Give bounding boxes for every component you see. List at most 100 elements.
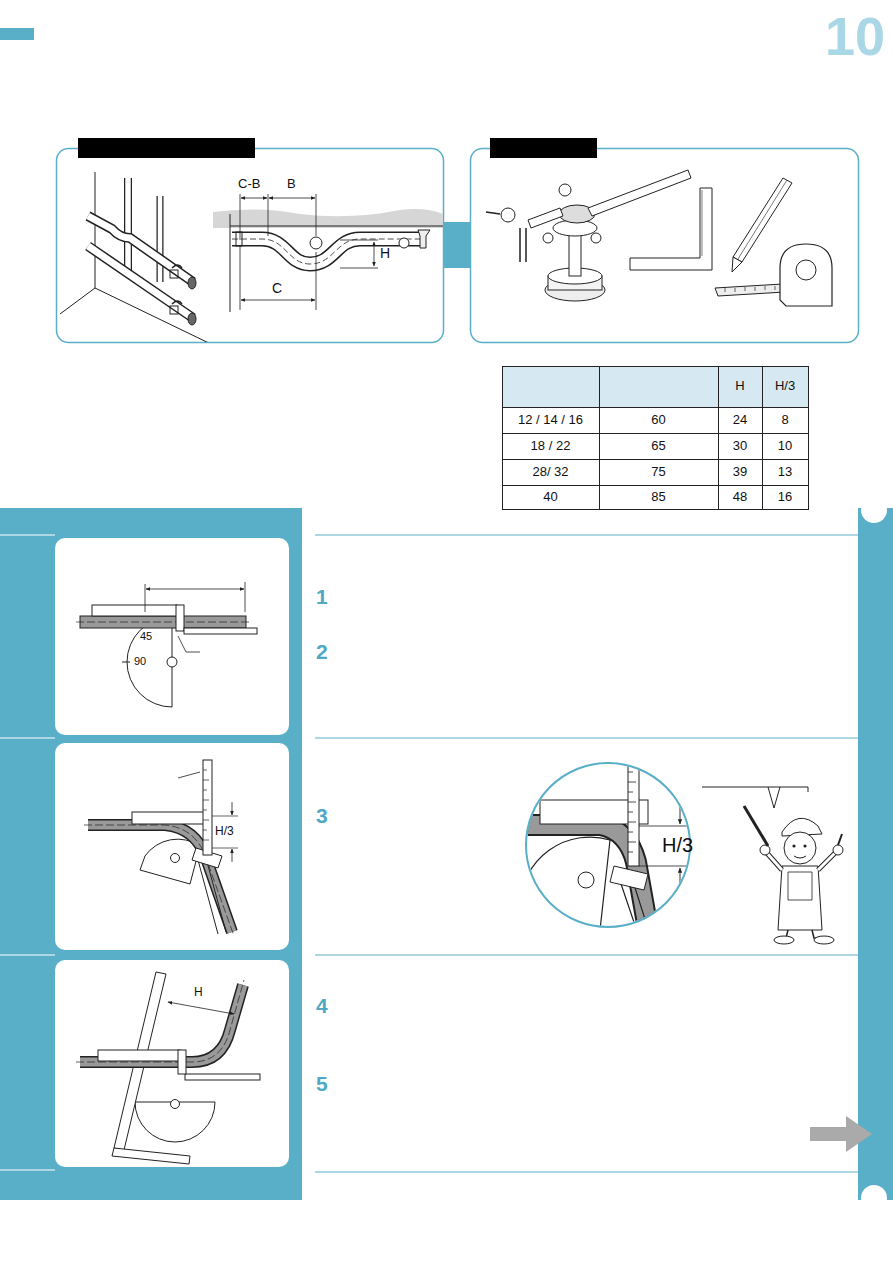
mascot-part [784,832,816,864]
step-number: 2 [316,639,336,664]
mascot-part [814,936,834,944]
step1-figure-part [184,628,257,634]
step-number: 1 [316,584,336,609]
pencil-part [738,180,787,259]
table-cell: 48 [718,489,762,505]
step2-figure-part [232,802,233,815]
step2-figure-part [178,772,200,778]
pipe-bender [486,170,691,301]
step-column-part [861,497,887,523]
wall-elevation-part [230,214,231,312]
zoom-detail-part-part [520,837,610,930]
wall-elevation-part [399,238,409,248]
table-cell: 40 [502,489,599,505]
table-cell: 75 [599,464,718,480]
wall-elevation-part [232,239,420,264]
step-number: 3 [316,803,336,828]
mascot-part [778,866,822,930]
step1-figure-part [167,657,177,667]
step-column [0,497,893,1211]
installation-drawing-part [60,172,215,342]
step1-figure-part [76,622,250,623]
wall-elevation-part [241,198,267,199]
step1-figure-part [92,605,177,616]
angle-mark: 45 [140,630,160,643]
table-cell: 18 / 22 [502,438,599,454]
step-column-part [55,743,289,950]
wall-elevation-part [230,226,443,227]
installation-drawing-part [125,178,131,272]
wall-elevation-part [340,240,378,268]
step3-figure-part [98,1050,180,1061]
step-number: 4 [316,993,336,1018]
table-grid [503,367,809,510]
step2-figure-part [171,854,180,863]
wall-elevation-part [240,194,316,240]
step-column-part [858,508,893,1200]
step2-figure-part [203,760,212,855]
try-square-part [702,190,703,256]
step-column-part [0,535,55,1170]
installation-drawing-part [88,216,193,282]
table-header: H [718,378,762,394]
step3-figure-part [80,985,243,1062]
step-column-part [315,535,858,1172]
step1-figure-part [145,582,245,612]
dimension-label: H/3 [662,833,706,857]
pipe-bender-part [543,233,553,243]
tape-measure-part [715,284,785,296]
wall-elevation-part [232,239,420,264]
zoom-detail-part-part [578,872,594,888]
pipe-bender-part [588,170,691,216]
zoom-detail-part-part [628,762,639,866]
installation-drawing-part [88,216,193,282]
mascot-part [774,936,794,944]
page-number: 10 [790,4,885,69]
installation-drawing-part [88,246,193,318]
table-cell: 13 [762,464,808,480]
step-column-part [0,508,302,1200]
step-column-part [55,960,289,1167]
step2-figure-part [132,812,205,824]
step3-figure-part [112,1148,190,1164]
zoom-detail-part-part [610,866,648,890]
next-arrow-part [810,1116,872,1152]
table-header: H/3 [762,378,808,394]
step3-figure-part [80,985,243,1062]
step-number: 5 [316,1071,336,1096]
panel-frames-part [443,222,471,268]
installation-drawing [60,172,215,342]
table-cell: 16 [762,489,808,505]
angle-mark: 90 [134,655,154,668]
step2-figure-part [232,849,233,862]
mascot-part [792,844,795,847]
step-column-part [55,538,289,735]
pipe-bender-part [528,208,563,228]
table-cell: 60 [599,412,718,428]
tape-measure-part [780,244,832,306]
table-cell: 85 [599,489,718,505]
table-cell: 65 [599,438,718,454]
installation-drawing-part [188,277,196,289]
step3-figure [76,972,260,1164]
dimension-label: C [272,280,292,297]
installation-drawing-part [124,178,132,272]
table-cell: 10 [762,438,808,454]
try-square-part [630,188,712,270]
installation-drawing-part [157,196,164,282]
mascot-part [788,872,812,900]
step3-figure-part [76,980,244,1062]
pencil-part [732,257,742,272]
dimension-label: H [194,985,210,999]
mascot-part [803,844,806,847]
wall-elevation [213,194,443,312]
panel-frames-part [57,149,444,343]
panel-frames-part [471,149,859,343]
pipe-bender-part [591,233,601,243]
wall-elevation-part [232,239,420,264]
table-cell: 28/ 32 [502,464,599,480]
pencil-part [733,178,792,262]
installation-drawing-part [88,246,193,318]
step2-figure-part [203,770,209,840]
